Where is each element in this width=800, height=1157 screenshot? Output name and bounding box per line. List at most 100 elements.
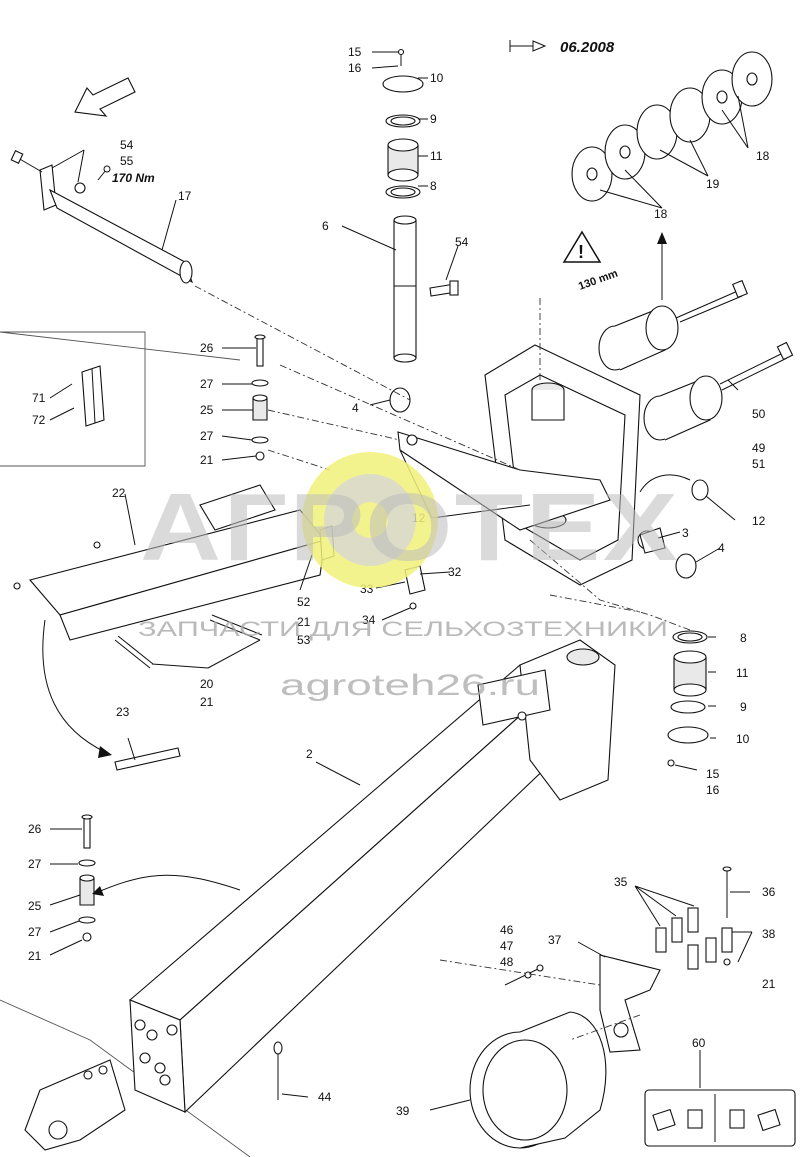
callout-label: 51: [752, 457, 766, 471]
watermark-tagline: ЗАПЧАСТИ ДЛЯ СЕЛЬХОЗТЕХНИКИ: [138, 618, 668, 641]
callout-label: 16: [348, 61, 362, 75]
callout-label: 35: [614, 875, 628, 889]
callout-label: 49: [752, 441, 766, 455]
callout-label: 19: [706, 177, 720, 191]
callout-label: 52: [297, 595, 311, 609]
callout-label: 47: [500, 939, 514, 953]
curved-arrow-23: [42, 619, 106, 753]
callout-label: 34: [362, 613, 376, 627]
hitch-eye: [24, 1059, 126, 1151]
callout-label: 20: [200, 677, 214, 691]
callout-label: 21: [28, 949, 42, 963]
callout-label: 27: [28, 857, 42, 871]
callout-label: 4: [718, 541, 725, 555]
callout-label: 50: [752, 407, 766, 421]
callout-label: 8: [740, 631, 747, 645]
callout-label: 8: [430, 179, 437, 193]
torque-wrench-icon: [97, 165, 111, 181]
callout-label: 21: [200, 695, 214, 709]
callout-label: 71: [32, 391, 46, 405]
callout-label: 25: [200, 403, 214, 417]
callout-label: 9: [430, 112, 437, 126]
washer-12: [691, 479, 709, 501]
callout-label: 26: [200, 341, 214, 355]
arrow-to-drawbar: [97, 874, 241, 893]
callout-label: 2: [306, 747, 313, 761]
callout-label: 37: [548, 933, 562, 947]
callout-label: 18: [756, 149, 770, 163]
pin-stack-lower: [667, 630, 709, 767]
callout-label: 36: [762, 885, 776, 899]
bushings-3-4: [389, 387, 697, 579]
callout-label: 12: [752, 514, 766, 528]
callout-label: 38: [762, 927, 776, 941]
direction-arrow-icon: [74, 77, 136, 117]
relation-lines: [194, 285, 691, 1041]
axle-17: [10, 150, 193, 284]
watermark-brand: АГРОТЕХ: [140, 474, 680, 581]
callout-label: 23: [116, 705, 130, 719]
bolt-stack-lower: [78, 814, 96, 942]
callout-label: 11: [736, 666, 749, 680]
callout-label: 48: [500, 955, 514, 969]
callout-label: 16: [706, 783, 720, 797]
drawbar-2: [128, 639, 616, 1114]
callout-label: 26: [28, 822, 42, 836]
latch-71-72: [81, 365, 105, 427]
date-marker: 06.2008: [560, 39, 615, 56]
left-frame-line: [0, 331, 241, 467]
watermark-site: agroteh26.ru: [280, 669, 540, 702]
upper-left-frame: [0, 331, 146, 467]
callout-label: 21: [762, 977, 776, 991]
date-arrow-icon: [509, 40, 547, 52]
callout-label: 22: [112, 486, 126, 500]
bolt-54-small: [429, 280, 459, 297]
bolt-stack-upper: [251, 334, 269, 461]
callout-label: 27: [200, 429, 214, 443]
callout-label: 15: [348, 45, 362, 59]
callout-label: 46: [500, 923, 514, 937]
dimension-label: 130 mm: [577, 267, 620, 292]
callout-label: 10: [736, 732, 750, 746]
rollers-18-19: [571, 51, 773, 202]
callout-label: 18: [654, 207, 668, 221]
callout-label: 60: [692, 1036, 706, 1050]
callout-label: 3: [682, 526, 689, 540]
callout-label: 25: [28, 899, 42, 913]
bracket-22: [13, 484, 335, 641]
bracket-37: [599, 954, 661, 1053]
callout-label: 27: [200, 377, 214, 391]
callout-label: 9: [740, 700, 747, 714]
chain-44: [273, 1041, 283, 1100]
bottom-frame-line: [0, 999, 251, 1157]
svg-text:!: !: [578, 242, 584, 262]
warning-icon: !: [562, 230, 602, 263]
callout-label: 21: [297, 615, 311, 629]
rubber-springs: [598, 279, 794, 441]
bushings-35: [655, 866, 733, 970]
bolts-20-21: [114, 614, 263, 669]
callout-label: 15: [706, 767, 720, 781]
callout-label: 6: [322, 219, 329, 233]
callout-label: 32: [448, 565, 462, 579]
callout-label: 54: [120, 138, 134, 152]
callout-label: 39: [396, 1104, 410, 1118]
callout-label: 27: [28, 925, 42, 939]
callout-label: 21: [200, 453, 214, 467]
callout-label: 11: [430, 149, 443, 163]
bolt-46-48: [504, 964, 544, 986]
callout-label: 54: [455, 235, 469, 249]
torque-value: 170 Nm: [112, 171, 155, 185]
callout-label: 44: [318, 1090, 332, 1104]
decal-60: [644, 1089, 796, 1147]
leader-lines: [49, 51, 753, 1111]
pin-23: [114, 747, 181, 771]
washer-loop: [639, 474, 691, 493]
callout-label: 4: [352, 401, 359, 415]
pin-stack-upper: [382, 48, 424, 363]
callout-label: 17: [178, 189, 192, 203]
callout-label: 72: [32, 413, 46, 427]
callout-label: 55: [120, 154, 134, 168]
drum-39: [469, 1011, 607, 1149]
